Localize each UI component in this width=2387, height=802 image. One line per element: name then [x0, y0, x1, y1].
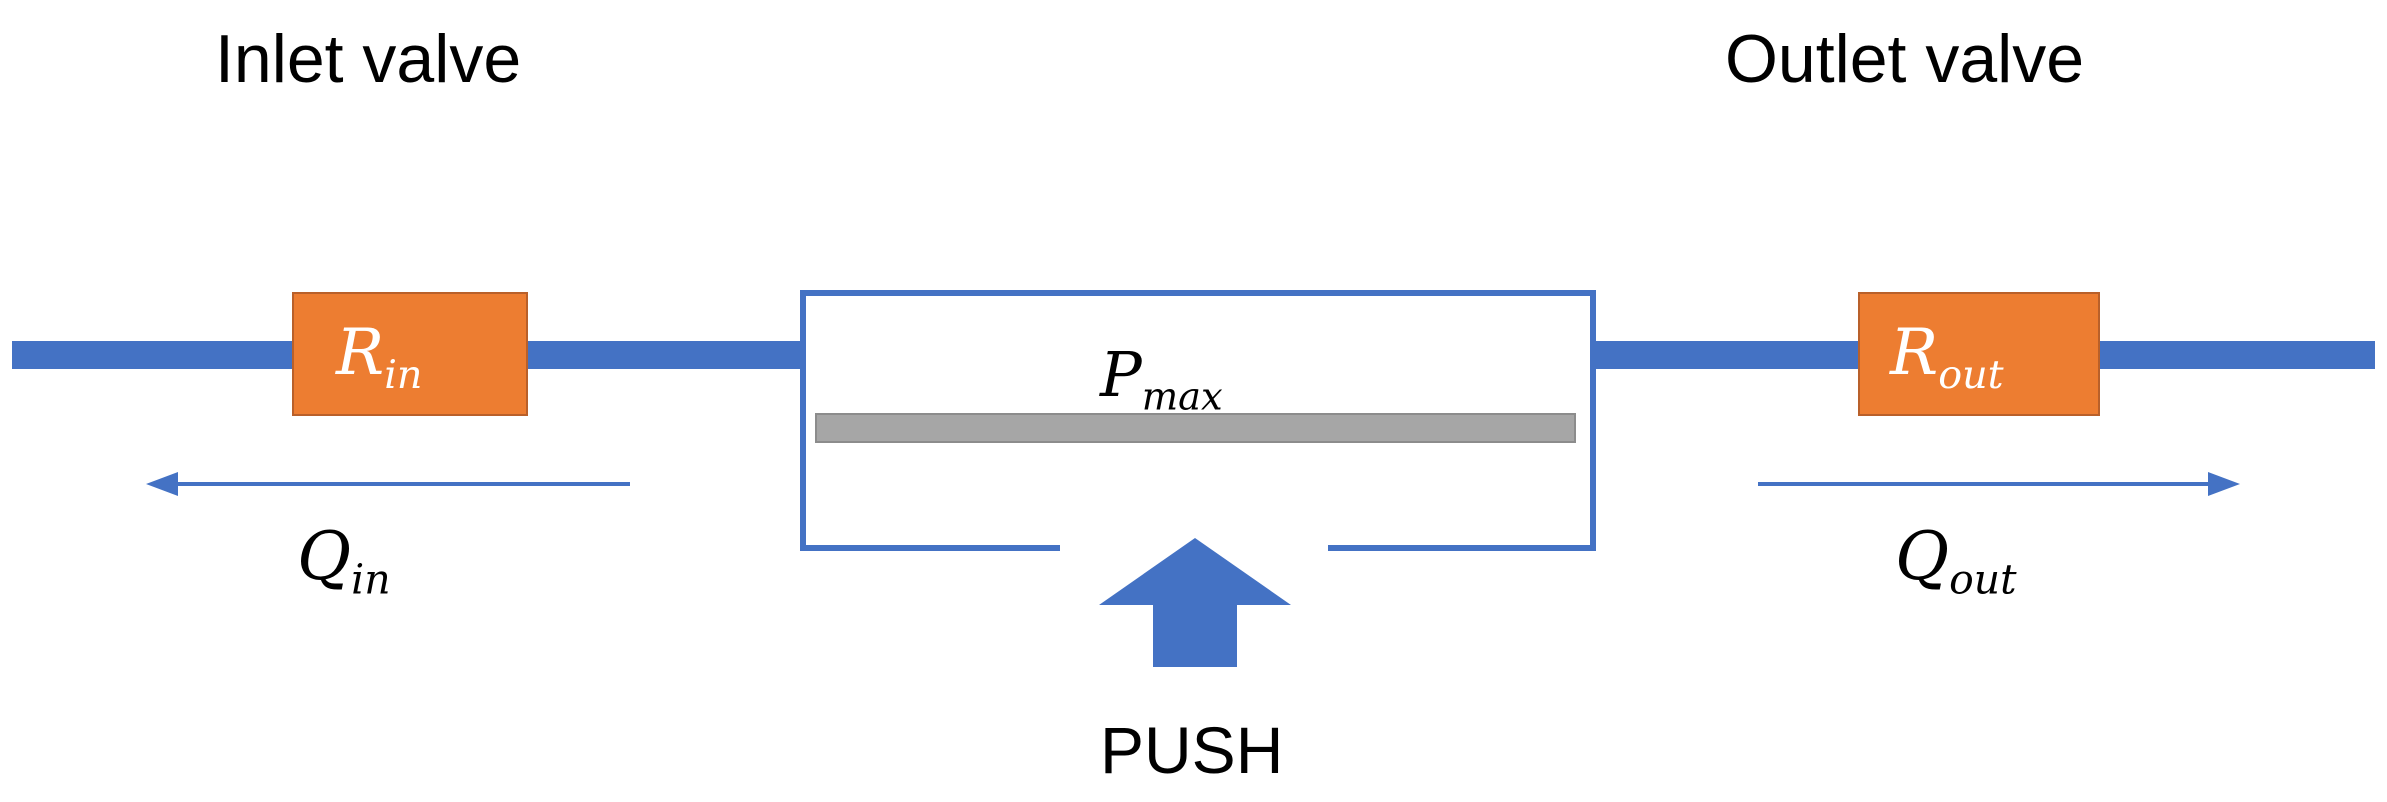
- outlet-valve: Rout: [1858, 292, 2100, 416]
- outlet-pipe-right: [2098, 341, 2375, 369]
- q-in-symbol: Qin: [297, 518, 391, 604]
- push-label: PUSH: [1100, 713, 1284, 787]
- outlet-pipe-left: [1592, 341, 1860, 369]
- inlet-pipe-right: [526, 341, 804, 369]
- r-in-symbol: Rin: [336, 316, 423, 398]
- piston-plate: [815, 413, 1576, 443]
- inlet-valve-label: Inlet valve: [215, 21, 522, 97]
- p-max-symbol: Pmax: [1100, 338, 1223, 420]
- inflow-arrow: [146, 472, 630, 496]
- inlet-valve: Rin: [292, 292, 528, 416]
- inlet-pipe-left: [12, 341, 294, 369]
- pump-chamber: [800, 290, 1596, 551]
- outflow-arrow: [1758, 472, 2240, 496]
- r-out-symbol: Rout: [1890, 316, 2004, 398]
- q-out-symbol: Qout: [1895, 518, 2017, 604]
- push-arrow: [1099, 538, 1291, 667]
- outlet-valve-label: Outlet valve: [1725, 21, 2085, 97]
